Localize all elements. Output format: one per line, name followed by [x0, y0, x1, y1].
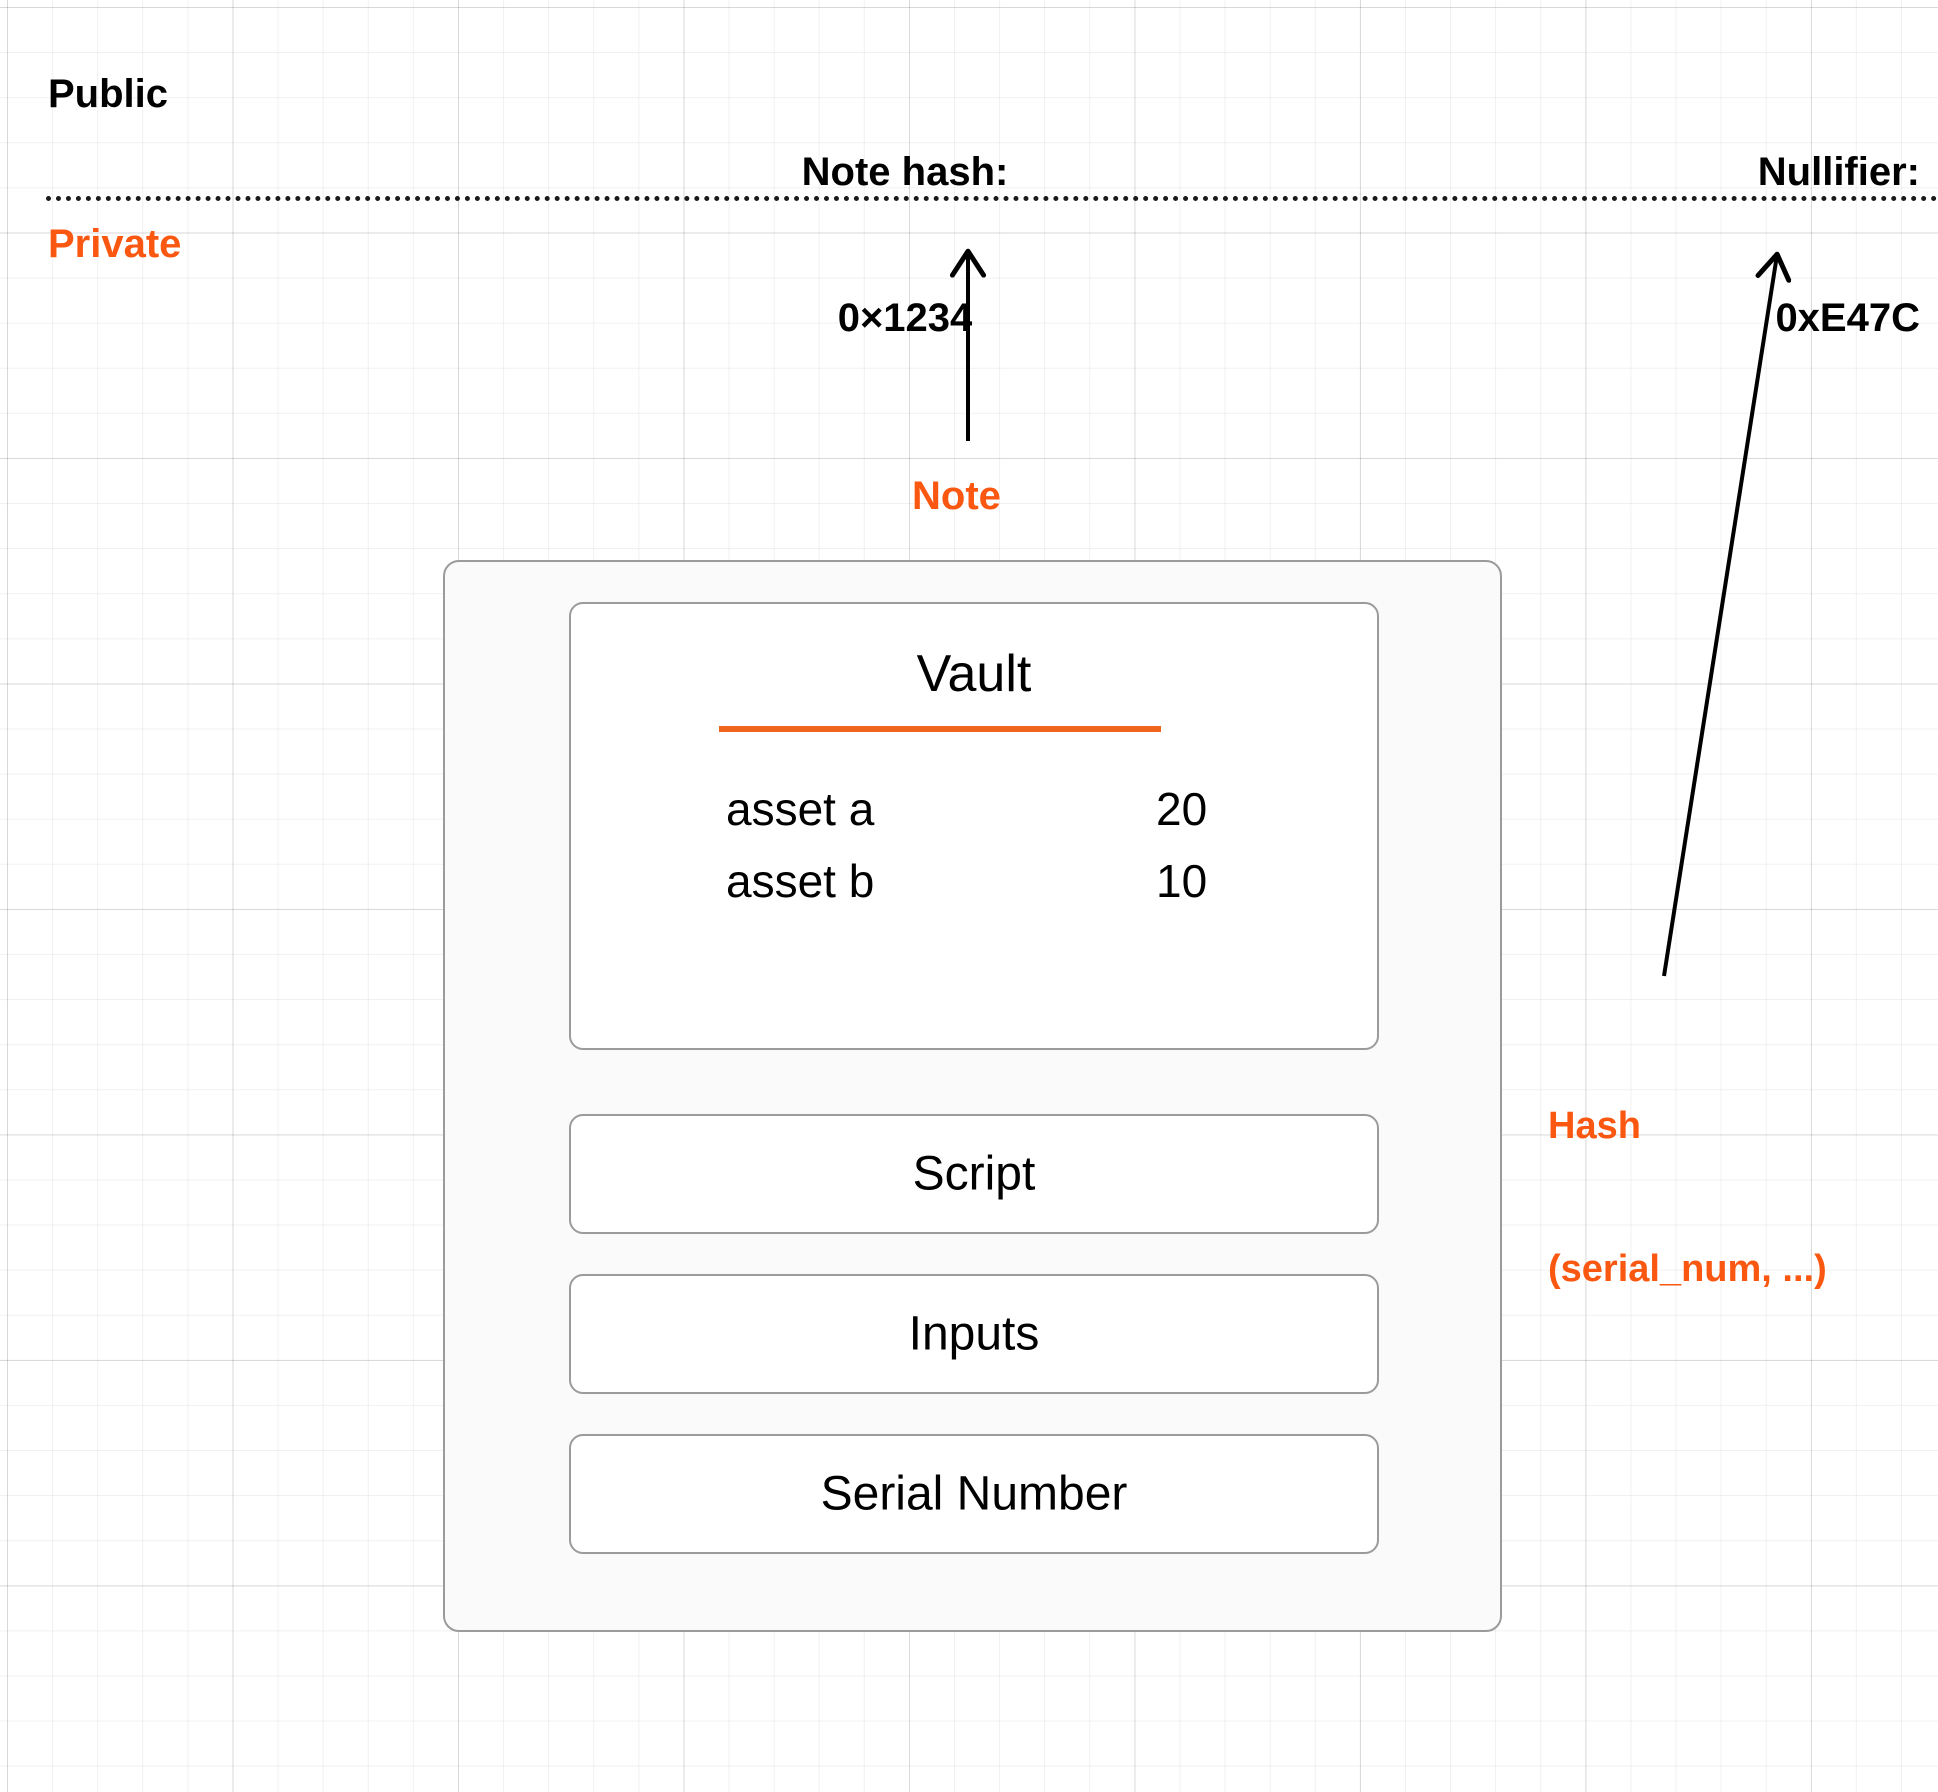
note-hash-value: 0×1234 — [837, 295, 973, 340]
note-hash-caption: Note hash: — [801, 149, 1009, 194]
asset-amount: 20 — [1156, 783, 1208, 835]
hash-annotation-line-1: Hash — [1548, 1105, 1641, 1147]
serial-number-label: Serial Number — [820, 1467, 1128, 1521]
vault-title: Vault — [916, 645, 1032, 703]
nullifier-caption: Nullifier: — [1757, 149, 1920, 194]
inputs-label: Inputs — [908, 1307, 1040, 1361]
asset-name: asset a — [726, 783, 875, 835]
note-container: Vault asset a 20 asset b 10 Script Input… — [443, 560, 1502, 1632]
vault-box: Vault asset a 20 asset b 10 — [569, 602, 1379, 1050]
nullifier-output-label: Nullifier: 0xE47C — [1580, 50, 1920, 440]
public-private-divider — [46, 196, 1938, 201]
asset-amount: 10 — [1156, 855, 1208, 907]
asset-row: asset a 20 — [726, 782, 1246, 836]
hash-annotation-label: Hash (serial_num, ...) — [1548, 1008, 1827, 1388]
vault-asset-list: asset a 20 asset b 10 — [726, 782, 1246, 926]
inputs-box: Inputs — [569, 1274, 1379, 1394]
script-box: Script — [569, 1114, 1379, 1234]
script-label: Script — [912, 1147, 1036, 1201]
hash-annotation-line-2: (serial_num, ...) — [1548, 1247, 1827, 1290]
note-hash-output-label: Note hash: 0×1234 — [760, 50, 1050, 440]
asset-row: asset b 10 — [726, 854, 1246, 908]
serial-number-box: Serial Number — [569, 1434, 1379, 1554]
asset-name: asset b — [726, 855, 875, 907]
nullifier-value: 0xE47C — [1775, 295, 1920, 340]
private-region-label: Private — [48, 222, 182, 266]
vault-title-underline — [719, 726, 1161, 732]
note-annotation-label: Note — [912, 474, 1001, 518]
public-region-label: Public — [48, 72, 169, 116]
